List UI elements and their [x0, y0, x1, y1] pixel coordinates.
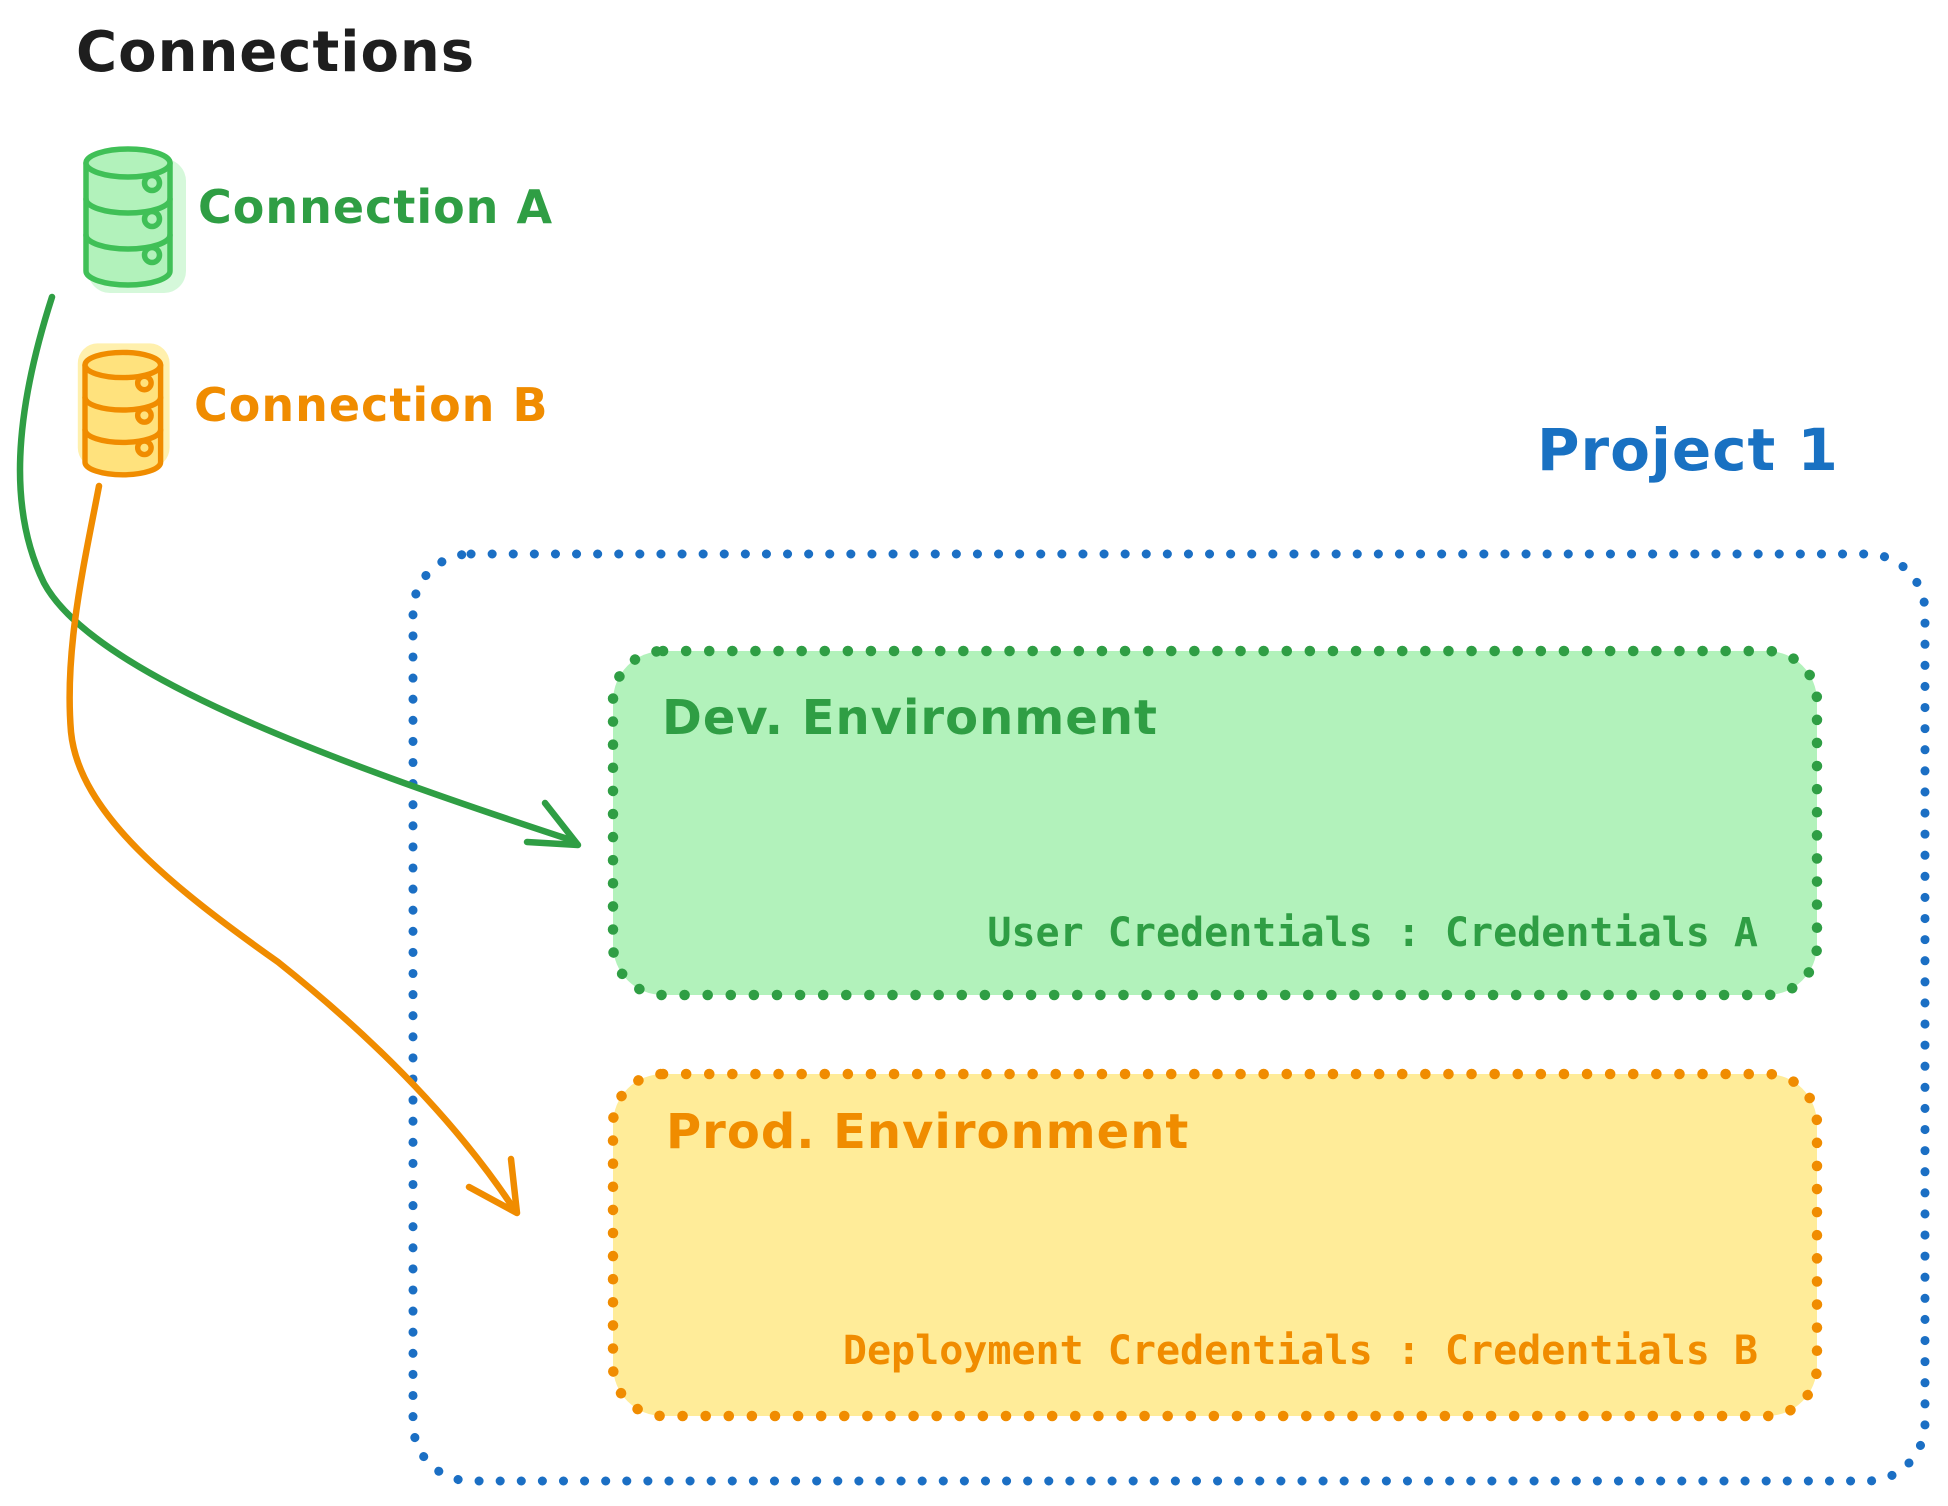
prod-environment-box	[607, 1068, 1823, 1422]
database-icon-connection-a	[83, 146, 186, 293]
dev-environment-label: Dev. Environment	[662, 690, 1158, 746]
prod-environment-credentials: Deployment Credentials : Credentials B	[842, 1328, 1758, 1374]
project-title: Project 1	[1537, 416, 1839, 484]
dev-environment-credentials: User Credentials : Credentials A	[987, 910, 1758, 956]
dev-environment-box	[607, 645, 1823, 1001]
connection-a-label: Connection A	[198, 180, 554, 234]
prod-environment-label: Prod. Environment	[666, 1104, 1190, 1160]
connections-title: Connections	[76, 20, 476, 85]
arrow-connection-b-to-prod	[66, 482, 521, 1217]
connection-b-label: Connection B	[194, 378, 549, 432]
arrow-connection-a-to-dev	[16, 293, 582, 849]
project-box-border	[408, 549, 1930, 1486]
database-icon-connection-b	[77, 343, 170, 478]
